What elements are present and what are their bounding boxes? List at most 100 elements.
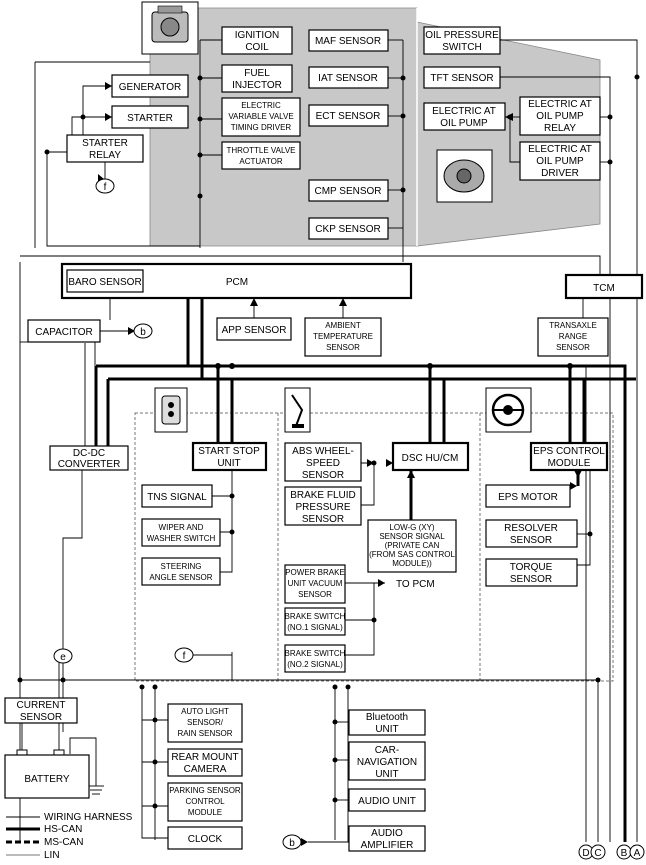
baro-sensor: BARO SENSOR (66, 269, 144, 293)
tft-sensor: TFT SENSOR (423, 66, 501, 89)
svg-text:(PRIVATE CAN: (PRIVATE CAN (385, 541, 440, 550)
legend-wiring-harness: WIRING HARNESS (44, 812, 133, 823)
legend-lin: LIN (44, 850, 60, 861)
svg-text:NAVIGATION: NAVIGATION (357, 757, 417, 768)
svg-text:MODULE: MODULE (548, 458, 591, 469)
bus-letter-b: B (616, 844, 632, 860)
tns-signal: TNS SIGNAL (141, 484, 213, 508)
svg-text:THROTTLE VALVE: THROTTLE VALVE (226, 146, 295, 155)
svg-text:SENSOR: SENSOR (302, 514, 344, 525)
svg-text:CLOCK: CLOCK (188, 834, 223, 845)
svg-text:EPS CONTROL: EPS CONTROL (533, 446, 605, 457)
eps-motor: EPS MOTOR (485, 484, 571, 508)
svg-text:(FROM SAS CONTROL: (FROM SAS CONTROL (369, 550, 455, 559)
ect-sensor: ECT SENSOR (308, 104, 389, 127)
engine-picture (141, 1, 199, 55)
tcm: TCM (564, 273, 644, 300)
connector-f-1: f (95, 178, 115, 194)
svg-text:MODULE)): MODULE)) (392, 559, 432, 568)
legend-hs-can: HS-CAN (44, 824, 82, 835)
svg-text:RELAY: RELAY (544, 123, 576, 134)
svg-text:TCM: TCM (593, 283, 615, 294)
svg-text:POWER BRAKE: POWER BRAKE (285, 568, 345, 577)
svg-text:ACTUATOR: ACTUATOR (239, 157, 282, 166)
svg-text:WIPER AND: WIPER AND (159, 523, 204, 532)
svg-text:CAPACITOR: CAPACITOR (35, 327, 92, 338)
svg-text:DSC HU/CM: DSC HU/CM (402, 453, 459, 464)
transmission-picture (436, 149, 493, 203)
steering-wheel-picture (485, 387, 532, 433)
svg-text:B: B (621, 848, 628, 859)
svg-text:FUEL: FUEL (244, 68, 270, 79)
svg-text:CURRENT: CURRENT (17, 700, 66, 711)
svg-text:OIL PUMP: OIL PUMP (440, 118, 488, 129)
svg-text:b: b (140, 327, 146, 338)
svg-text:MODULE: MODULE (188, 808, 222, 817)
svg-text:SENSOR: SENSOR (510, 574, 552, 585)
svg-text:OIL PRESSURE: OIL PRESSURE (425, 30, 499, 41)
svg-text:b: b (289, 838, 295, 849)
svg-text:TIMING DRIVER: TIMING DRIVER (231, 123, 292, 132)
svg-text:UNIT VACUUM: UNIT VACUUM (288, 579, 343, 588)
brake-switch-no2: BRAKE SWITCH(NO.2 SIGNAL) (284, 644, 346, 673)
svg-text:CONTROL: CONTROL (185, 797, 225, 806)
svg-text:SENSOR: SENSOR (298, 590, 332, 599)
svg-text:DRIVER: DRIVER (541, 168, 579, 179)
svg-text:UNIT: UNIT (375, 724, 398, 735)
svg-text:CKP SENSOR: CKP SENSOR (315, 224, 380, 235)
svg-text:STARTER: STARTER (127, 113, 173, 124)
svg-text:e: e (60, 652, 66, 663)
svg-text:APP SENSOR: APP SENSOR (222, 325, 287, 336)
svg-text:C: C (594, 848, 601, 859)
svg-text:ELECTRIC AT: ELECTRIC AT (528, 144, 592, 155)
bus-letter-a: A (629, 844, 645, 860)
key-picture (154, 387, 188, 433)
svg-text:ANGLE SENSOR: ANGLE SENSOR (149, 573, 212, 582)
svg-text:BRAKE SWITCH: BRAKE SWITCH (285, 649, 346, 658)
svg-text:RESOLVER: RESOLVER (504, 523, 558, 534)
svg-text:UNIT: UNIT (217, 458, 240, 469)
to-pcm-label: TO PCM (396, 579, 435, 590)
svg-text:Bluetooth: Bluetooth (366, 712, 408, 723)
svg-text:INJECTOR: INJECTOR (232, 80, 282, 91)
pedal-picture (284, 387, 311, 433)
svg-text:START STOP: START STOP (198, 446, 260, 457)
throttle-actuator: THROTTLE VALVE ACTUATOR (221, 141, 301, 170)
bus-letter-c: C (590, 844, 606, 860)
connector-f-2: f (174, 647, 194, 663)
iat-sensor: IAT SENSOR (308, 66, 389, 89)
svg-text:BRAKE FLUID: BRAKE FLUID (290, 490, 356, 501)
svg-text:IAT SENSOR: IAT SENSOR (318, 73, 378, 84)
legend: WIRING HARNESS HS-CAN MS-CAN LIN (6, 812, 133, 861)
brake-vacuum-sensor: POWER BRAKE UNIT VACUUM SENSOR (284, 564, 346, 604)
legend-ms-can: MS-CAN (44, 837, 83, 848)
svg-text:SENSOR: SENSOR (20, 712, 62, 723)
svg-text:BARO SENSOR: BARO SENSOR (68, 277, 141, 288)
svg-text:SENSOR: SENSOR (510, 535, 552, 546)
svg-text:AUDIO UNIT: AUDIO UNIT (358, 796, 416, 807)
svg-text:SENSOR: SENSOR (556, 343, 590, 352)
svg-text:COIL: COIL (245, 42, 269, 53)
svg-text:TEMPERATURE: TEMPERATURE (313, 332, 373, 341)
dsc-hu-cm: DSC HU/CM (391, 441, 470, 472)
svg-text:DC-DC: DC-DC (73, 448, 105, 459)
